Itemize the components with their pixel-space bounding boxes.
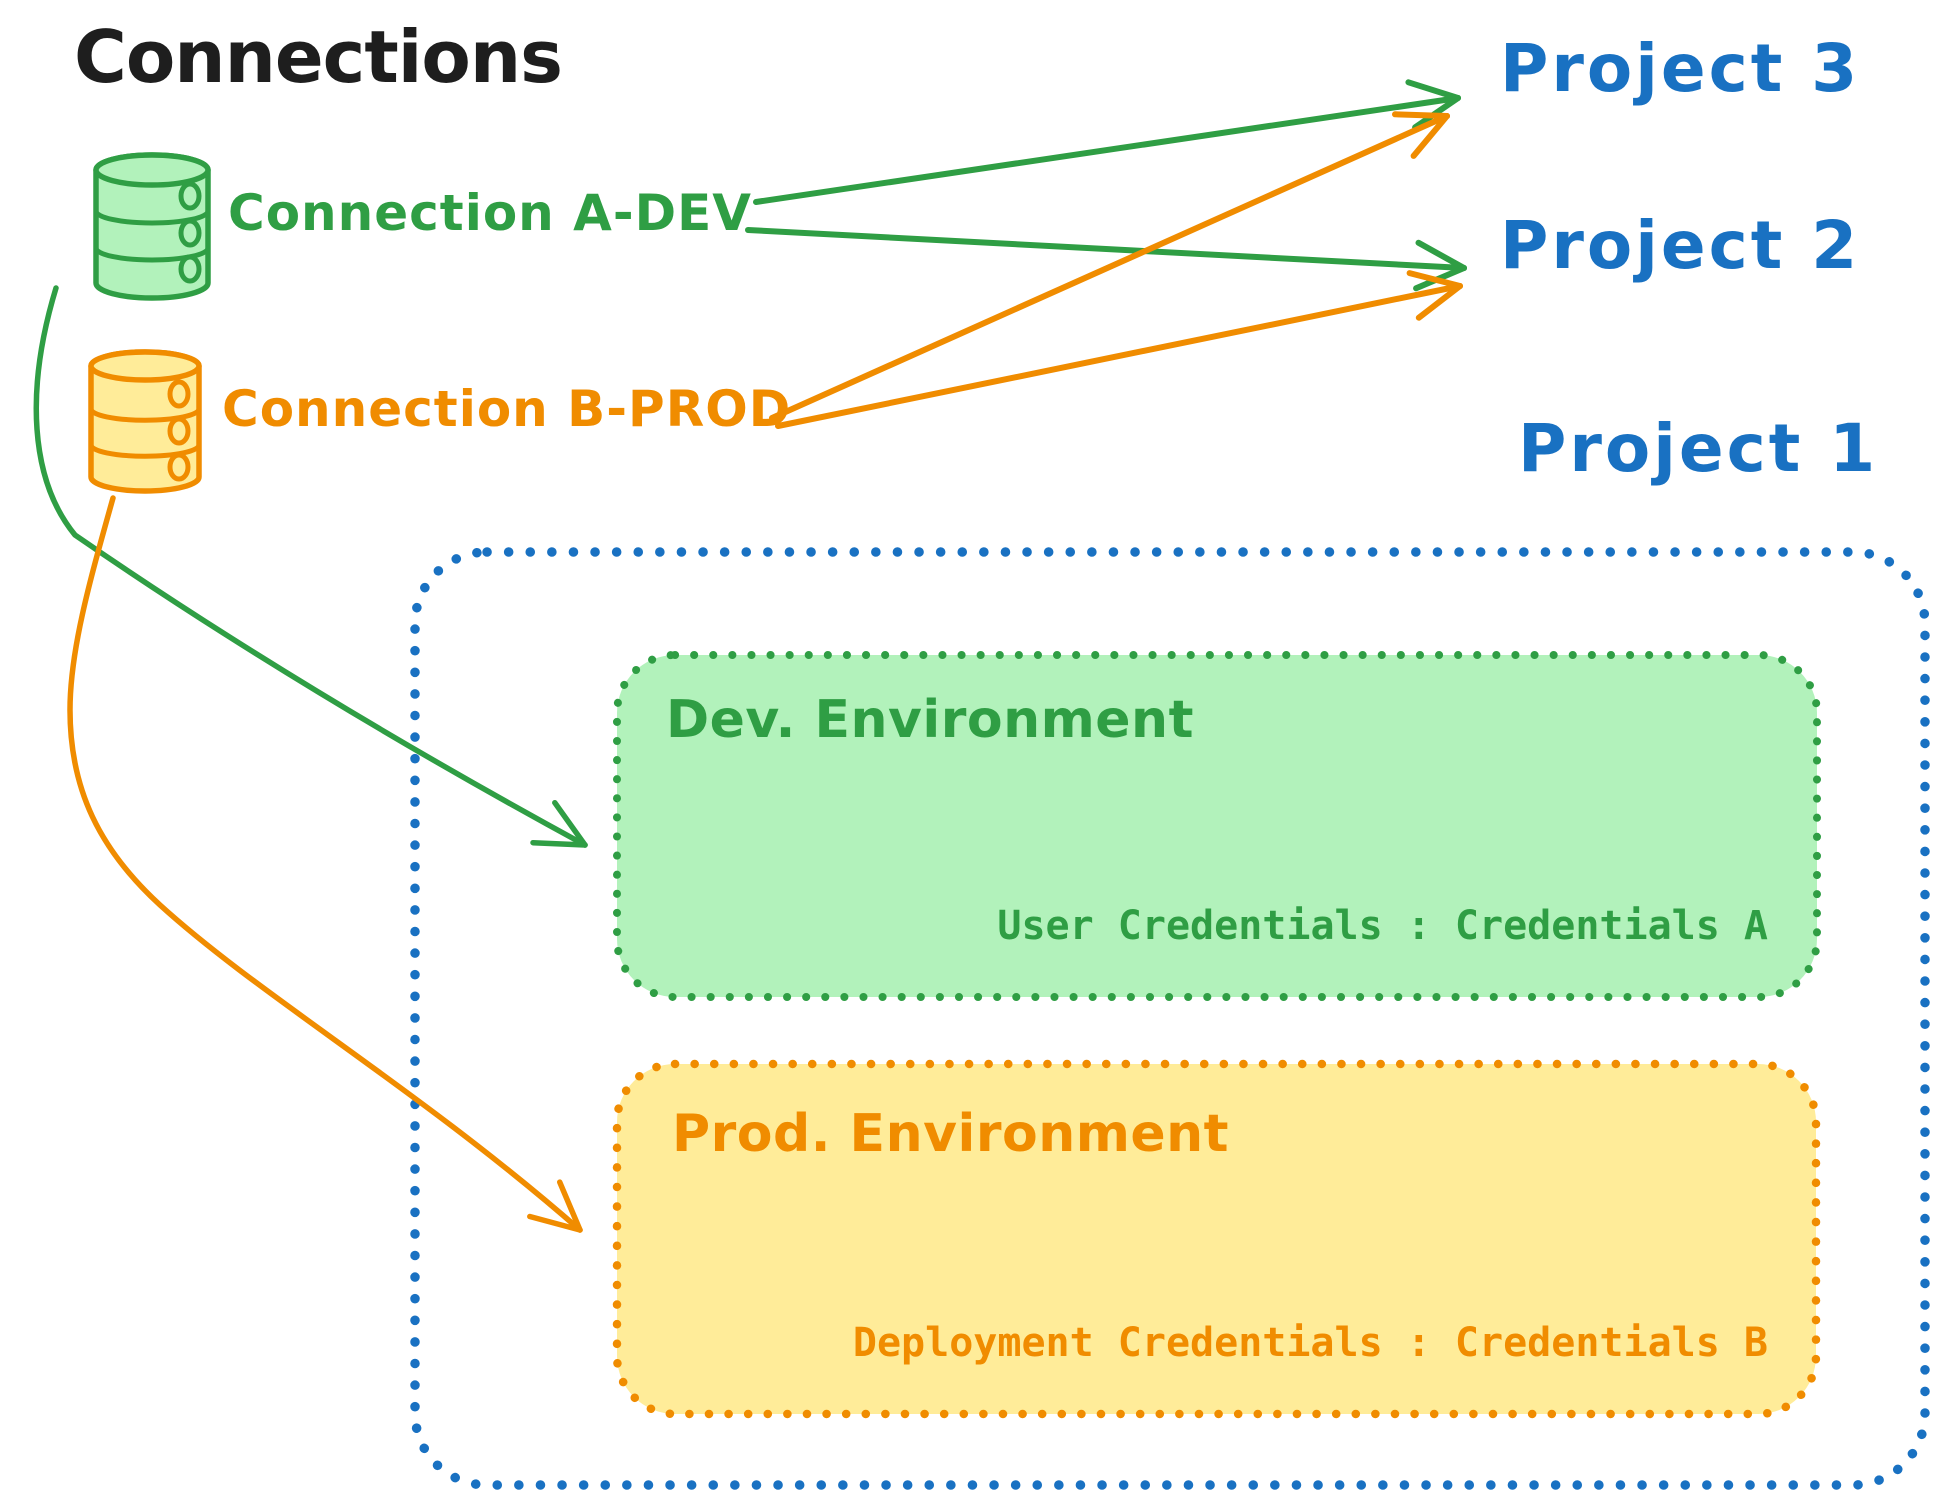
arrow-b-prod-to-prod-environment-head <box>527 1213 583 1233</box>
prod-environment-title: Prod. Environment <box>672 1104 1230 1164</box>
project-1-container-box <box>410 547 1930 1490</box>
arrow-b-prod-to-project-3-head <box>1392 111 1450 119</box>
project-3-label: Project 3 <box>1500 30 1861 107</box>
arrow-a-dev-to-dev-environment-head <box>552 799 588 848</box>
dev-environment-box <box>613 651 1821 1001</box>
prod-environment-box <box>612 1059 1821 1419</box>
dev-environment-title: Dev. Environment <box>666 690 1194 750</box>
project-1-label: Project 1 <box>1518 410 1879 487</box>
arrow-b-prod-to-project-2 <box>775 283 1463 429</box>
arrow-a-dev-to-project-2-head <box>1415 239 1467 271</box>
database-icon-b-prod <box>88 349 202 494</box>
arrow-a-dev-to-dev-environment <box>33 285 588 848</box>
dev-environment-credentials: User Credentials : Credentials A <box>997 903 1768 949</box>
arrow-a-dev-to-project-2 <box>745 227 1467 271</box>
page-title: Connections <box>74 15 563 99</box>
arrow-a-dev-to-project-3 <box>753 95 1461 205</box>
arrow-a-dev-to-dev-environment-head <box>530 839 588 848</box>
database-icon-a-dev <box>93 152 211 301</box>
arrow-b-prod-to-project-2-head <box>1415 283 1463 321</box>
arrow-b-prod-to-prod-environment-head <box>556 1179 583 1233</box>
arrow-a-dev-to-project-3-head <box>1405 79 1461 101</box>
connection-b-prod-label: Connection B-PROD <box>222 380 792 438</box>
prod-environment-credentials: Deployment Credentials : Credentials B <box>852 1320 1768 1366</box>
connection-a-dev-label: Connection A-DEV <box>228 184 752 242</box>
arrow-b-prod-to-project-3 <box>769 113 1450 421</box>
arrow-b-prod-to-project-2-head <box>1406 270 1463 289</box>
arrow-b-prod-to-prod-environment <box>67 495 583 1233</box>
arrow-b-prod-to-project-3-head <box>1410 113 1450 159</box>
project-2-label: Project 2 <box>1500 207 1861 284</box>
